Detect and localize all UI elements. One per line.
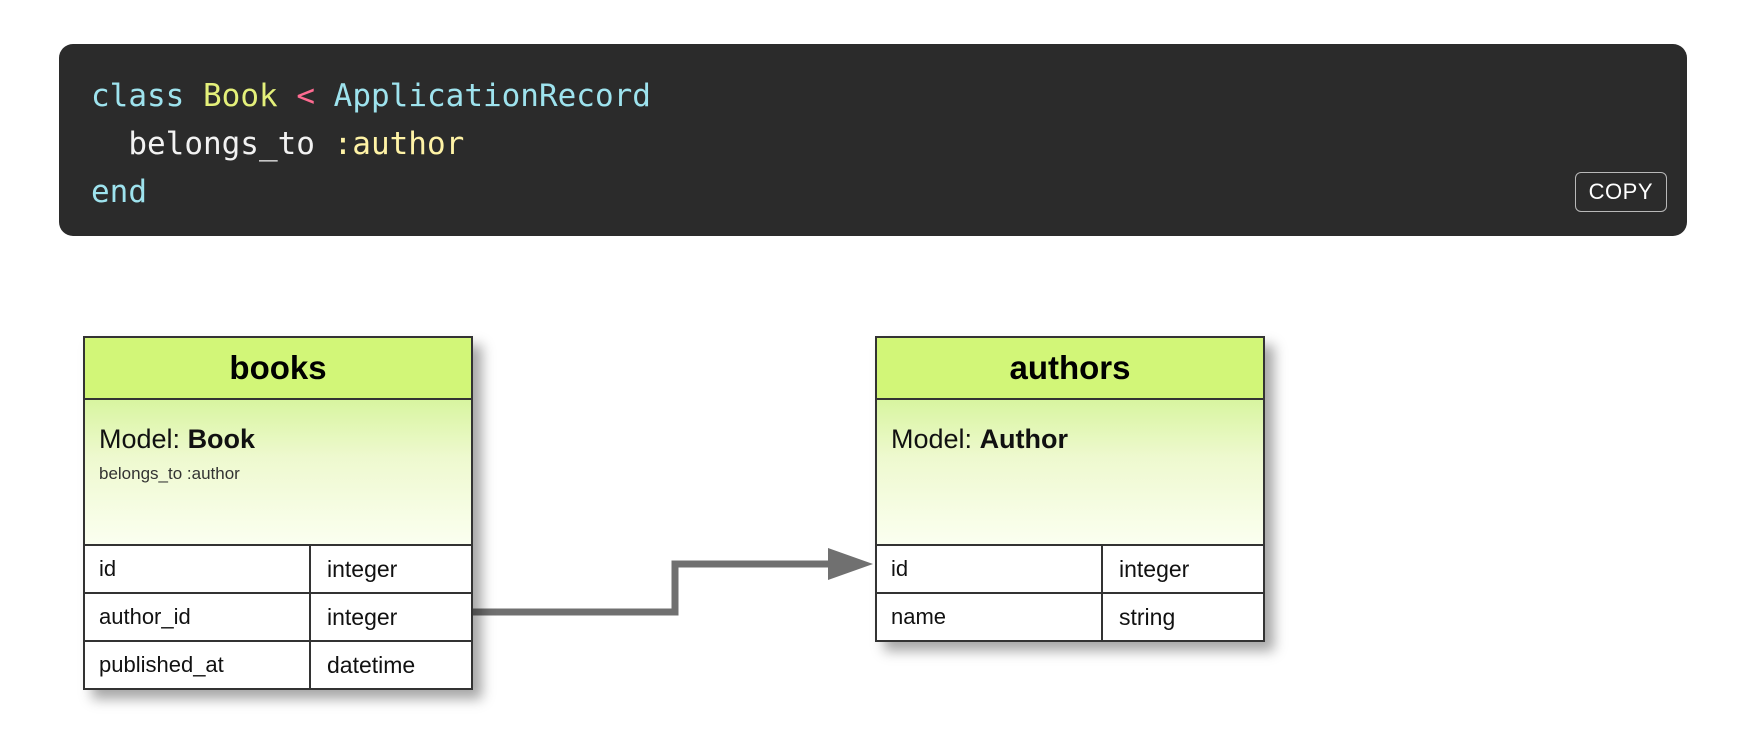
code-block: class Book < ApplicationRecord belongs_t… bbox=[59, 44, 1687, 236]
column-name: published_at bbox=[85, 642, 311, 688]
authors-table-title: authors bbox=[877, 338, 1263, 400]
column-name: author_id bbox=[85, 594, 311, 640]
code-method: belongs_to bbox=[128, 126, 315, 162]
books-model-prefix: Model: bbox=[99, 424, 181, 454]
column-type: integer bbox=[327, 556, 398, 582]
books-association: belongs_to :author bbox=[99, 464, 240, 483]
books-table-title: books bbox=[85, 338, 471, 400]
column-name: name bbox=[877, 594, 1103, 640]
code-inherit-operator: < bbox=[296, 78, 315, 114]
authors-model-name: Author bbox=[979, 424, 1069, 454]
column-type: integer bbox=[1119, 556, 1190, 582]
arrowhead-icon bbox=[828, 548, 873, 580]
code-parent-class: ApplicationRecord bbox=[333, 78, 651, 114]
column-type: string bbox=[1119, 604, 1176, 630]
code-keyword-end: end bbox=[91, 174, 147, 210]
code-symbol: :author bbox=[333, 126, 465, 162]
authors-table: authors Model: Author id integer name st… bbox=[875, 336, 1265, 642]
table-row: name string bbox=[877, 592, 1263, 640]
books-model-line: Model: Book bbox=[99, 424, 255, 455]
books-table: books Model: Book belongs_to :author id … bbox=[83, 336, 473, 690]
table-row: id integer bbox=[85, 546, 471, 592]
table-row: id integer bbox=[877, 546, 1263, 592]
code-keyword-class: class bbox=[91, 78, 185, 114]
column-name: id bbox=[85, 546, 311, 592]
table-row: published_at datetime bbox=[85, 640, 471, 688]
table-row: author_id integer bbox=[85, 592, 471, 640]
copy-button[interactable]: COPY bbox=[1574, 172, 1667, 212]
books-model-section: Model: Book belongs_to :author bbox=[85, 400, 471, 546]
code-snippet: class Book < ApplicationRecord belongs_t… bbox=[91, 72, 651, 216]
authors-model-prefix: Model: bbox=[891, 424, 973, 454]
authors-model-section: Model: Author bbox=[877, 400, 1263, 546]
books-model-name: Book bbox=[187, 424, 256, 454]
code-class-name: Book bbox=[203, 78, 278, 114]
column-type: integer bbox=[327, 604, 398, 630]
column-name: id bbox=[877, 546, 1103, 592]
authors-model-line: Model: Author bbox=[891, 424, 1068, 455]
column-type: datetime bbox=[327, 652, 416, 678]
association-connector-line bbox=[473, 560, 838, 616]
